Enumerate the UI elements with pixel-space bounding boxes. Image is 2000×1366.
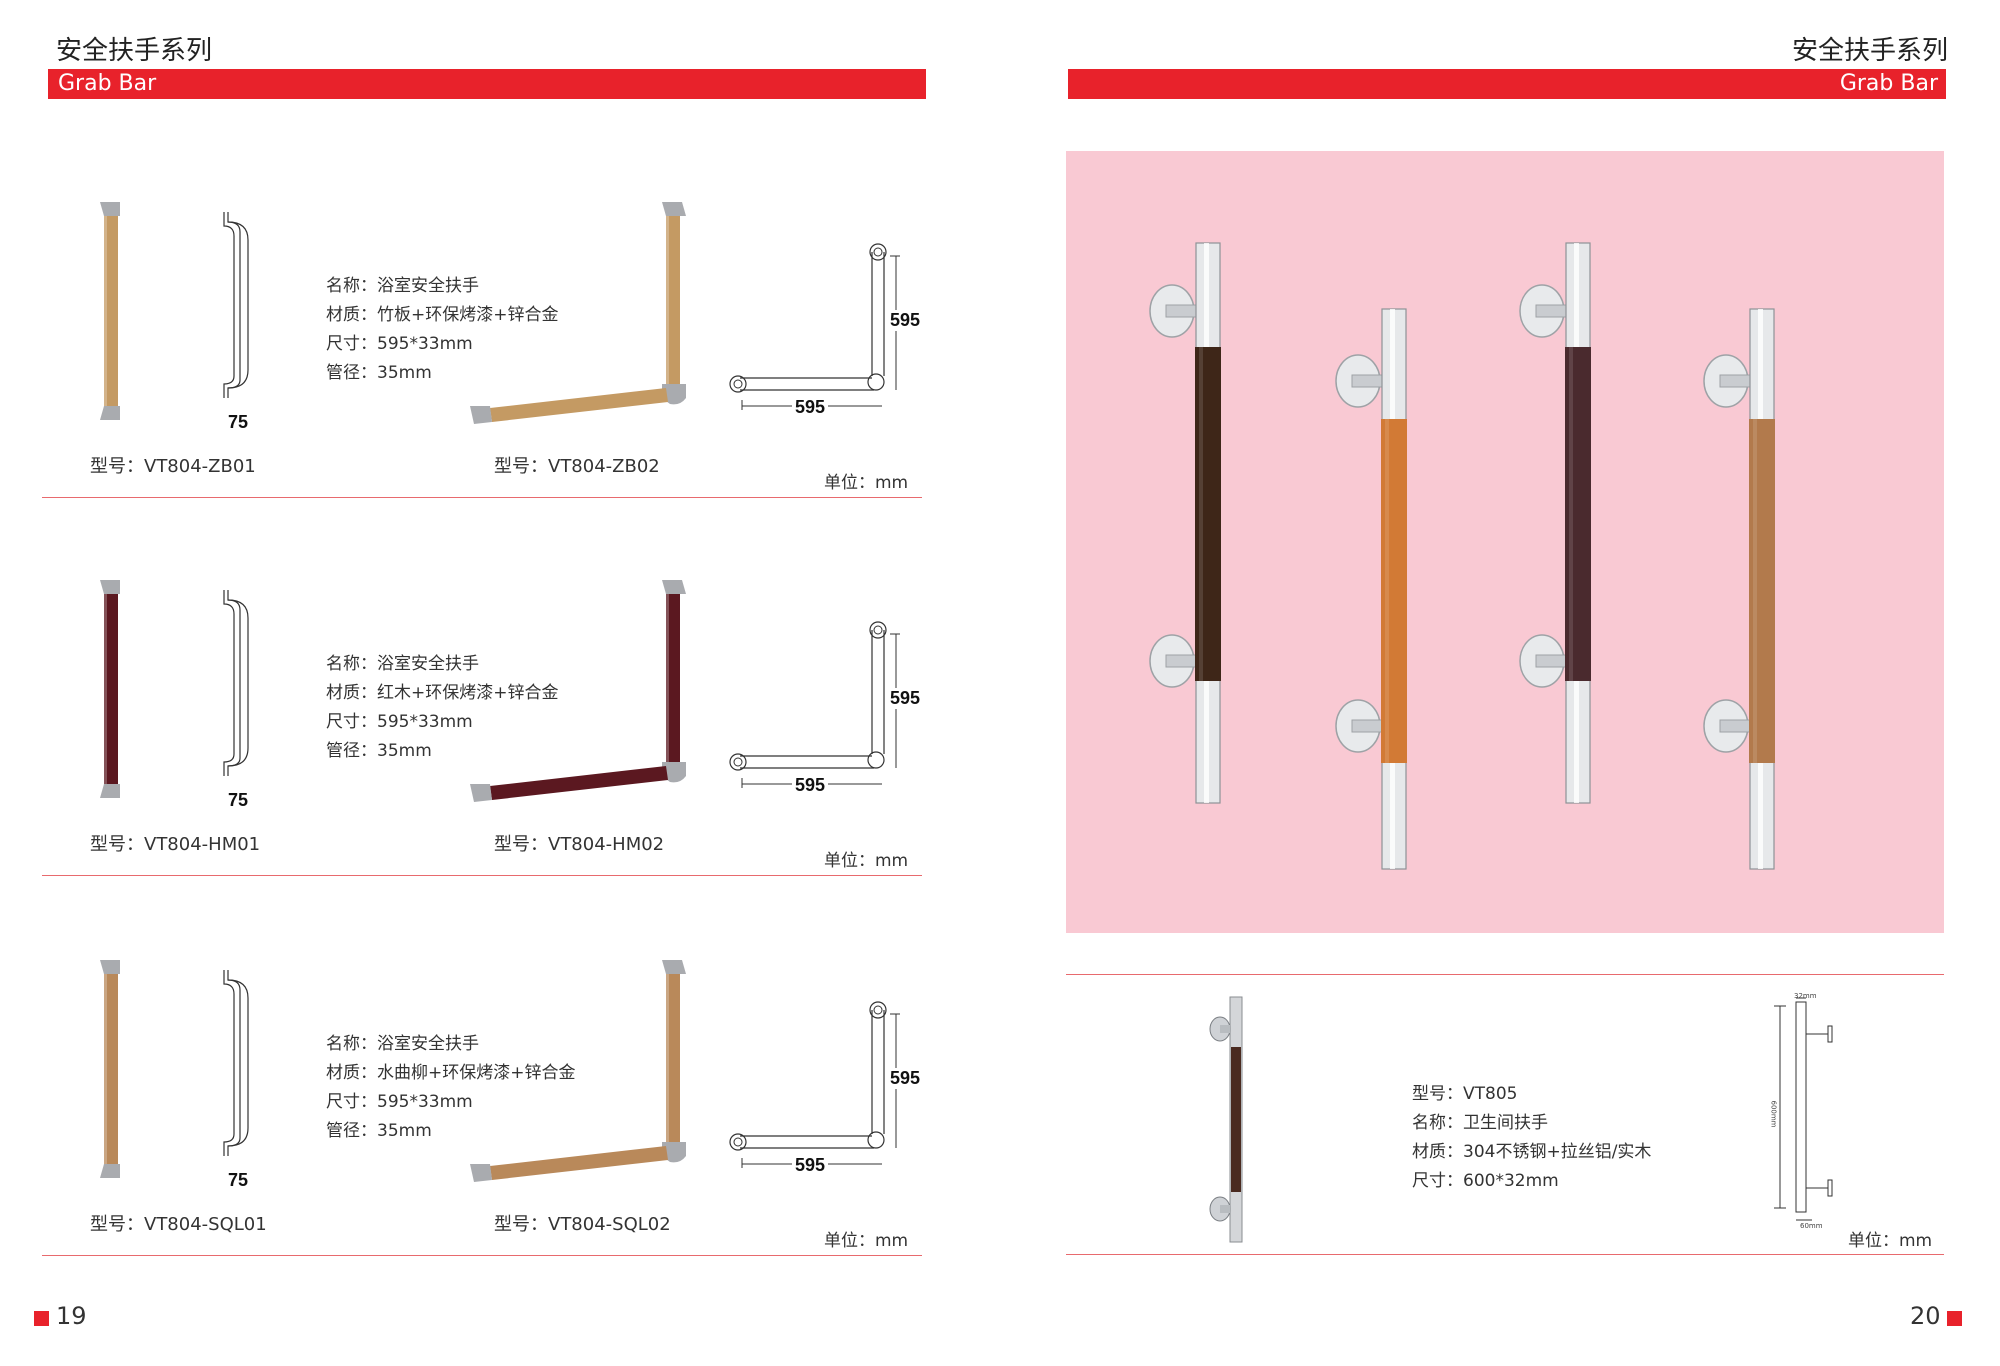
product-block-2: 75 名称：浴室安全扶手材质：红木+环保烤漆+锌合金尺寸：595*33mm 管径：3…	[0, 378, 1000, 876]
spec-diameter: 管径：35mm	[326, 1121, 432, 1141]
side-profile-drawing	[223, 212, 249, 398]
l-shaped-bar-image	[470, 202, 686, 424]
l-shaped-bar-image	[470, 580, 686, 802]
model-label-straight: 型号：VT804-SQL01	[90, 1214, 267, 1235]
left-banner-label: Grab Bar	[58, 71, 157, 96]
unit-label: 单位：mm	[824, 851, 909, 871]
width-dimension: 595	[792, 775, 829, 796]
right-divider-top	[1066, 974, 1944, 975]
model-label-l-shaped: 型号：VT804-ZB02	[494, 456, 660, 477]
right-page-number: 20	[1910, 1302, 1941, 1330]
straight-bar-image	[100, 202, 120, 420]
spec-material: 材质：竹板+环保烤漆+锌合金	[326, 305, 559, 325]
vt805-spec-block: 型号：VT805 名称：卫生间扶手 材质：304不锈钢+拉丝铝/实木 尺寸：60…	[1412, 1080, 1651, 1196]
left-page-number: 19	[56, 1302, 87, 1330]
unit-label: 单位：mm	[824, 473, 909, 493]
right-banner-label: Grab Bar	[1839, 71, 1938, 96]
straight-bar-image	[100, 960, 120, 1178]
spec-block: 名称：浴室安全扶手材质：水曲柳+环保烤漆+锌合金尺寸：595*33mm 管径：35…	[326, 1030, 576, 1146]
vt805-spec-name: 名称：卫生间扶手	[1412, 1113, 1548, 1133]
right-page-marker	[1947, 1311, 1962, 1326]
right-divider-bottom	[1066, 1254, 1944, 1255]
right-series-title: 安全扶手系列	[1791, 36, 1948, 66]
model-label-straight: 型号：VT804-ZB01	[90, 456, 256, 477]
depth-dimension: 75	[228, 790, 249, 810]
spec-diameter: 管径：35mm	[326, 741, 432, 761]
product-showcase-panel	[1066, 151, 1944, 933]
height-dimension: 595	[888, 688, 923, 709]
right-banner: Grab Bar	[1068, 69, 1946, 99]
height-dimension: 595	[888, 1068, 923, 1089]
model-label-l-shaped: 型号：VT804-HM02	[494, 834, 665, 855]
unit-label: 单位：mm	[824, 1231, 909, 1251]
depth-dimension: 75	[228, 1170, 249, 1190]
height-dimension: 595	[888, 310, 923, 331]
left-banner: Grab Bar	[48, 69, 926, 99]
spec-name: 名称：浴室安全扶手	[326, 276, 479, 296]
spec-material: 材质：红木+环保烤漆+锌合金	[326, 683, 559, 703]
spec-name: 名称：浴室安全扶手	[326, 1034, 479, 1054]
product-divider	[42, 1255, 922, 1256]
vt805-spec-size: 尺寸：600*32mm	[1412, 1171, 1559, 1191]
model-label-l-shaped: 型号：VT804-SQL02	[494, 1214, 671, 1235]
spec-size: 尺寸：595*33mm	[326, 1092, 473, 1112]
vt805-dim-height: 600mm	[1769, 1100, 1778, 1128]
width-dimension: 595	[792, 397, 829, 418]
spec-diameter: 管径：35mm	[326, 363, 432, 383]
spec-material: 材质：水曲柳+环保烤漆+锌合金	[326, 1063, 576, 1083]
side-profile-drawing	[223, 970, 249, 1156]
vt805-unit-label: 单位：mm	[1848, 1231, 1933, 1251]
depth-dimension: 75	[228, 412, 249, 432]
left-page-marker	[34, 1311, 49, 1326]
vt805-spec-model: 型号：VT805	[1412, 1084, 1518, 1104]
spec-block: 名称：浴室安全扶手材质：竹板+环保烤漆+锌合金尺寸：595*33mm 管径：35m…	[326, 272, 559, 388]
vt805-spec-material: 材质：304不锈钢+拉丝铝/实木	[1412, 1142, 1652, 1162]
vt805-technical-drawing	[1774, 997, 1833, 1221]
side-profile-drawing	[223, 590, 249, 776]
spec-block: 名称：浴室安全扶手材质：红木+环保烤漆+锌合金尺寸：595*33mm 管径：35m…	[326, 650, 559, 766]
product-block-1: 75 名称：浴室安全扶手材质：竹板+环保烤漆+锌合金尺寸：595*33mm 管径：3…	[0, 0, 1000, 498]
vt805-dim-top: 32mm	[1794, 992, 1817, 1000]
showcase-bars-illustration	[1149, 242, 1775, 870]
showcase-bar-1	[1149, 242, 1221, 804]
product-divider	[42, 875, 922, 876]
l-shaped-bar-image	[470, 960, 686, 1182]
product-block-3: 75 名称：浴室安全扶手材质：水曲柳+环保烤漆+锌合金尺寸：595*33mm 管径：…	[0, 758, 1000, 1256]
showcase-bar-2	[1335, 308, 1407, 870]
l-shape-drawing	[729, 1001, 900, 1168]
vt805-dim-bottom: 60mm	[1800, 1222, 1823, 1230]
vt805-product-image	[1209, 996, 1243, 1243]
spec-name: 名称：浴室安全扶手	[326, 654, 479, 674]
model-label-straight: 型号：VT804-HM01	[90, 834, 261, 855]
spec-size: 尺寸：595*33mm	[326, 712, 473, 732]
width-dimension: 595	[792, 1155, 829, 1176]
showcase-bar-4	[1703, 308, 1775, 870]
straight-bar-image	[100, 580, 120, 798]
left-series-title: 安全扶手系列	[56, 36, 213, 66]
spec-size: 尺寸：595*33mm	[326, 334, 473, 354]
product-divider	[42, 497, 922, 498]
showcase-bar-3	[1519, 242, 1591, 804]
